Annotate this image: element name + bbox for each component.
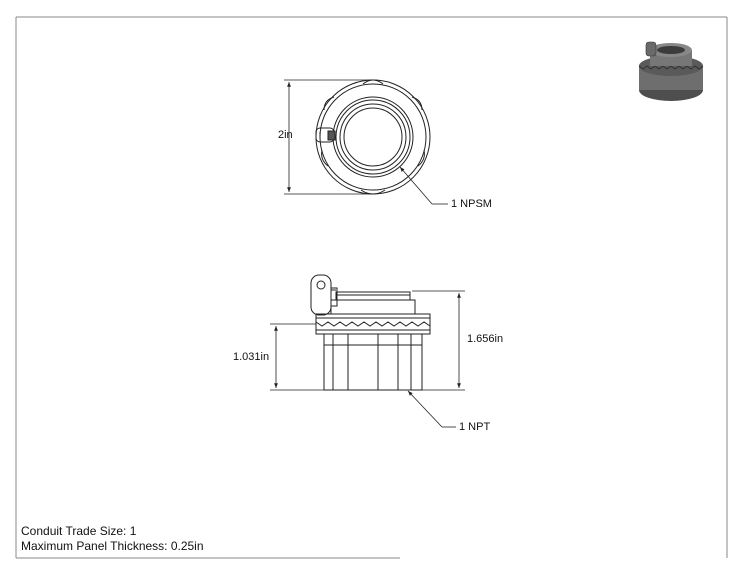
dim-top-height (284, 79, 372, 195)
side-view-set-screw (310, 274, 338, 316)
label-top-thread: 1 NPSM (451, 198, 492, 210)
sheet-border (15, 16, 728, 559)
label-side-thread: 1 NPT (459, 421, 491, 433)
iso-thumbnail (638, 41, 704, 101)
leader-side-thread (407, 390, 456, 428)
dim-side-total-height (412, 290, 465, 391)
label-side-body-height: 1.031in (233, 351, 270, 363)
dim-side-body-height (270, 323, 324, 391)
side-view (310, 274, 431, 391)
top-view (315, 79, 431, 195)
note-trade-size: Conduit Trade Size: 1 (21, 524, 137, 538)
note-panel-thickness: Maximum Panel Thickness: 0.25in (21, 539, 204, 553)
leader-top-thread (399, 166, 448, 205)
top-view-set-screw (315, 127, 336, 143)
knurl-pattern (315, 321, 431, 327)
label-side-total-height: 1.656in (467, 333, 504, 345)
label-top-height: 2in (278, 129, 293, 141)
